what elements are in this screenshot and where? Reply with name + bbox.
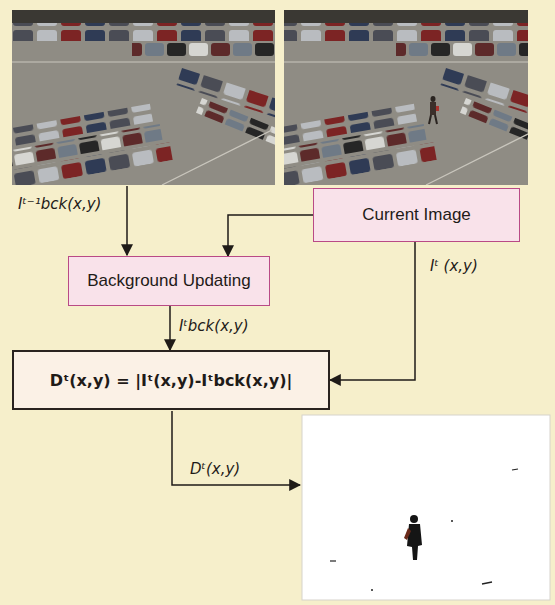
signal-label: Iᵗ⁻¹bck(x,y) <box>16 195 103 213</box>
noise-speck <box>482 582 492 584</box>
flow-arrow <box>172 411 300 485</box>
signal-label: Dᵗ(x,y) <box>188 460 242 478</box>
person-leg <box>435 115 437 124</box>
person-silhouette <box>410 515 418 523</box>
equation-box: Dᵗ(x,y) = |Iᵗ(x,y)-Iᵗbck(x,y)| <box>12 350 330 410</box>
current-photo <box>284 10 528 185</box>
flow-arrow <box>126 186 128 255</box>
background-photo <box>12 10 275 185</box>
noise-speck <box>371 589 373 591</box>
signal-label: Iᵗbck(x,y) <box>177 317 251 335</box>
parking-lot <box>284 10 528 185</box>
process-box: Background Updating <box>68 256 270 306</box>
flow-arrow <box>169 306 171 350</box>
person-head <box>431 96 436 102</box>
box-text: Current Image <box>362 205 471 225</box>
flow-arrow <box>228 215 313 256</box>
person-silhouette <box>404 528 411 540</box>
person-body <box>430 102 436 115</box>
parking-lot <box>12 10 275 185</box>
noise-speck <box>451 520 453 522</box>
image-frame <box>302 415 550 600</box>
noise-speck <box>512 469 518 470</box>
box-text: Background Updating <box>87 271 251 291</box>
person-bag <box>436 106 439 111</box>
noise-speck <box>330 560 336 561</box>
input-box: Current Image <box>313 188 520 242</box>
signal-label: Iᵗ (x,y) <box>428 257 480 275</box>
person-leg <box>429 115 431 124</box>
box-text: Dᵗ(x,y) = |Iᵗ(x,y)-Iᵗbck(x,y)| <box>50 371 293 390</box>
flow-arrow <box>330 242 415 380</box>
difference-image <box>302 415 550 600</box>
pedestrian <box>429 96 439 124</box>
